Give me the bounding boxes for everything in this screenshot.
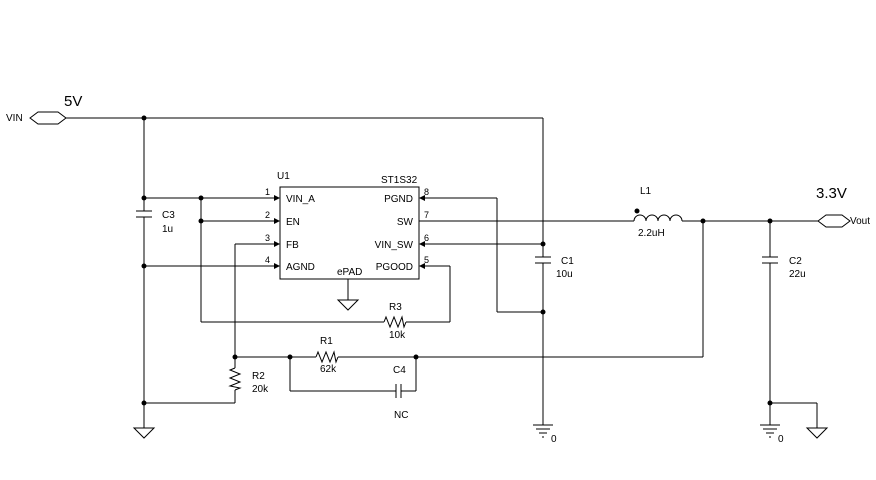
pin-number: 2 bbox=[265, 210, 270, 220]
junction-dot bbox=[287, 354, 293, 360]
c4-value: NC bbox=[394, 410, 408, 421]
junction-dot bbox=[141, 400, 147, 406]
vin-port-label: VIN bbox=[6, 113, 23, 124]
vout-port: Vout 3.3V bbox=[816, 185, 870, 228]
r1-ref: R1 bbox=[320, 336, 333, 347]
pin-name: SW bbox=[397, 217, 414, 228]
junction-dot bbox=[141, 115, 147, 121]
pin-name: VIN_A bbox=[286, 194, 315, 205]
junction-dot bbox=[141, 263, 147, 269]
c2-value: 22u bbox=[789, 269, 806, 280]
c2-ref: C2 bbox=[789, 256, 802, 267]
junction-dot bbox=[141, 195, 147, 201]
inductor-l1: L1 2.2uH bbox=[633, 186, 683, 239]
c4-ref: C4 bbox=[393, 365, 406, 376]
junction-dots bbox=[141, 115, 773, 406]
junction-dot bbox=[198, 218, 204, 224]
vout-voltage-label: 3.3V bbox=[816, 185, 847, 202]
junction-dot bbox=[540, 241, 546, 247]
pin-name: AGND bbox=[286, 262, 315, 273]
resistor-r1: R1 62k bbox=[315, 336, 339, 375]
r2-value: 20k bbox=[252, 384, 269, 395]
junction-dot bbox=[767, 400, 773, 406]
pin-name: PGND bbox=[384, 194, 413, 205]
c1-value: 10u bbox=[556, 269, 573, 280]
pin-name: FB bbox=[286, 240, 299, 251]
pin-number: 1 bbox=[265, 187, 270, 197]
l1-value: 2.2uH bbox=[638, 228, 665, 239]
vin-port: VIN 5V bbox=[6, 93, 82, 125]
resistor-r2: R2 20k bbox=[228, 367, 269, 395]
r3-ref: R3 bbox=[389, 302, 402, 313]
pin-name: EN bbox=[286, 217, 300, 228]
capacitor-c3: C3 1u bbox=[136, 210, 175, 235]
ground-icon bbox=[805, 427, 829, 439]
capacitor-c2: C2 22u bbox=[762, 256, 806, 280]
junction-dot bbox=[767, 218, 773, 224]
c3-ref: C3 bbox=[162, 210, 175, 221]
ground-icon bbox=[760, 424, 780, 438]
junction-dot bbox=[232, 354, 238, 360]
pin-number: 4 bbox=[265, 255, 270, 265]
junction-dot bbox=[413, 354, 419, 360]
ground-icon bbox=[132, 427, 156, 439]
epad-label: ePAD bbox=[337, 267, 362, 278]
c1-ref: C1 bbox=[561, 256, 574, 267]
c3-value: 1u bbox=[162, 224, 173, 235]
capacitor-c1: C1 10u bbox=[535, 256, 574, 280]
r3-value: 10k bbox=[389, 330, 406, 341]
resistor-r3: R3 10k bbox=[383, 302, 407, 341]
pin-number: 3 bbox=[265, 233, 270, 243]
ic-refdes: U1 bbox=[277, 171, 290, 182]
r1-value: 62k bbox=[320, 364, 337, 375]
pin-number: 8 bbox=[424, 187, 429, 197]
pin-number: 7 bbox=[424, 210, 429, 220]
c1-gap bbox=[538, 257, 548, 263]
junction-dot bbox=[540, 309, 546, 315]
pin-number: 5 bbox=[424, 255, 429, 265]
ground-net-label: 0 bbox=[778, 434, 784, 445]
pin-number: 6 bbox=[424, 233, 429, 243]
ground-net-label: 0 bbox=[551, 434, 557, 445]
r2-ref: R2 bbox=[252, 371, 265, 382]
ic-part: ST1S32 bbox=[381, 175, 418, 186]
junction-dot bbox=[700, 218, 706, 224]
ground-icon bbox=[533, 424, 553, 438]
pin-name: VIN_SW bbox=[375, 240, 414, 251]
l1-ref: L1 bbox=[640, 186, 652, 197]
vin-voltage-label: 5V bbox=[64, 93, 82, 110]
vout-port-label: Vout bbox=[850, 216, 870, 227]
pin-name: PGOOD bbox=[376, 262, 413, 273]
capacitor-c4: C4 NC bbox=[393, 365, 408, 421]
junction-dot bbox=[198, 195, 204, 201]
ic-u1: U1 ST1S32 1 VIN_A 2 EN 3 FB 4 AGND 8 PGN… bbox=[265, 171, 429, 280]
ground-icon bbox=[336, 299, 360, 311]
